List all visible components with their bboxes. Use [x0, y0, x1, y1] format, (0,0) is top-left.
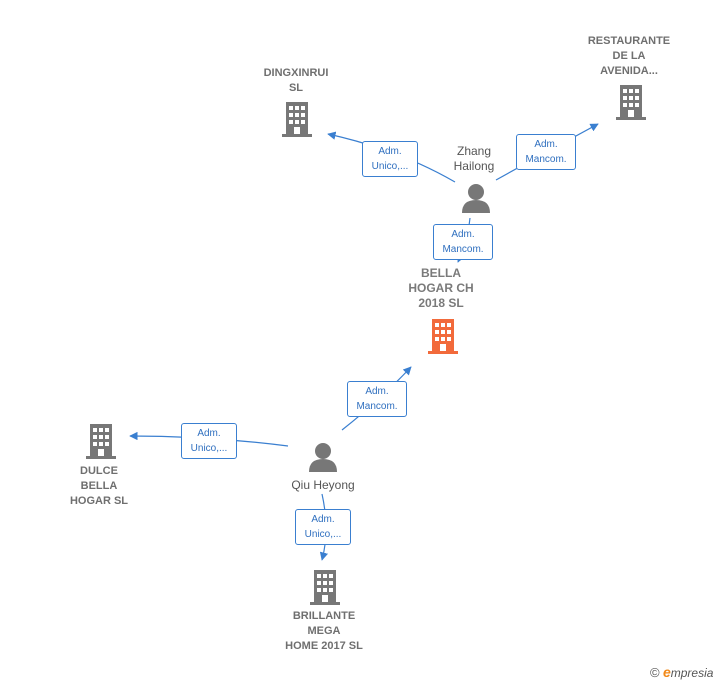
label-line: Mancom.: [442, 244, 484, 255]
person-icon-zhang[interactable]: [462, 184, 490, 213]
label-line: HOGAR CH: [408, 281, 474, 295]
label-line: BELLA: [80, 480, 118, 492]
label-line: DULCE: [80, 465, 118, 477]
edge-label-qiu-brillante[interactable]: Adm. Unico,...: [295, 509, 351, 545]
label-line: Adm.: [365, 386, 389, 397]
edge-label-zhang-restaurante[interactable]: Adm. Mancom.: [516, 134, 576, 170]
label-line: Adm.: [197, 428, 221, 439]
label-line: DE LA: [612, 50, 646, 62]
empresia-brand[interactable]: © empresia: [650, 664, 713, 680]
label-line: Hailong: [453, 159, 495, 173]
empresia-logo-text: mpresia: [670, 666, 714, 680]
label-line: RESTAURANTE: [587, 35, 671, 47]
edge-label-qiu-bella[interactable]: Adm. Mancom.: [347, 381, 407, 417]
building-icon-restaurante[interactable]: [616, 85, 646, 120]
building-icon-brillante[interactable]: [310, 570, 340, 605]
label-line: Mancom.: [525, 154, 567, 165]
copyright-icon: ©: [650, 665, 660, 680]
node-label-bella-hogar[interactable]: BELLA HOGAR CH 2018 SL: [391, 266, 491, 311]
edge-label-zhang-bella[interactable]: Adm. Mancom.: [433, 224, 493, 260]
label-line: Qiu Heyong: [291, 478, 355, 492]
label-line: HOGAR SL: [69, 495, 129, 507]
person-icon-qiu[interactable]: [309, 443, 337, 472]
label-line: Unico,...: [190, 443, 228, 454]
label-line: AVENIDA...: [600, 65, 658, 77]
node-label-qiu[interactable]: Qiu Heyong: [273, 478, 373, 493]
node-label-zhang[interactable]: Zhang Hailong: [434, 144, 514, 174]
node-label-brillante[interactable]: BRILLANTE MEGA HOME 2017 SL: [264, 609, 384, 654]
edges: [129, 123, 599, 561]
label-line: Mancom.: [356, 401, 398, 412]
label-line: Unico,...: [304, 529, 342, 540]
node-label-dingxinrui[interactable]: DINGXINRUI SL: [246, 66, 346, 96]
building-icon-dingxinrui[interactable]: [282, 102, 312, 137]
node-label-dulce[interactable]: DULCE BELLA HOGAR SL: [49, 464, 149, 509]
label-line: HOME 2017 SL: [285, 640, 363, 652]
label-line: DINGXINRUI: [263, 67, 329, 79]
label-line: 2018 SL: [418, 296, 464, 310]
label-line: Unico,...: [371, 161, 409, 172]
building-icon-bella-hogar[interactable]: [428, 319, 458, 354]
label-line: SL: [288, 82, 304, 94]
label-line: Adm.: [378, 146, 402, 157]
label-line: MEGA: [307, 625, 341, 637]
label-line: Zhang: [456, 144, 492, 158]
empresia-logo-e: e: [662, 664, 671, 680]
label-line: BRILLANTE: [292, 610, 356, 622]
edge-label-qiu-dulce[interactable]: Adm. Unico,...: [181, 423, 237, 459]
label-line: Adm.: [311, 514, 335, 525]
label-line: Adm.: [451, 229, 475, 240]
edge-label-zhang-dingxinrui[interactable]: Adm. Unico,...: [362, 141, 418, 177]
node-label-restaurante[interactable]: RESTAURANTE DE LA AVENIDA...: [574, 34, 684, 79]
label-line: Adm.: [534, 139, 558, 150]
label-line: BELLA: [421, 266, 461, 280]
building-icon-dulce[interactable]: [86, 424, 116, 459]
